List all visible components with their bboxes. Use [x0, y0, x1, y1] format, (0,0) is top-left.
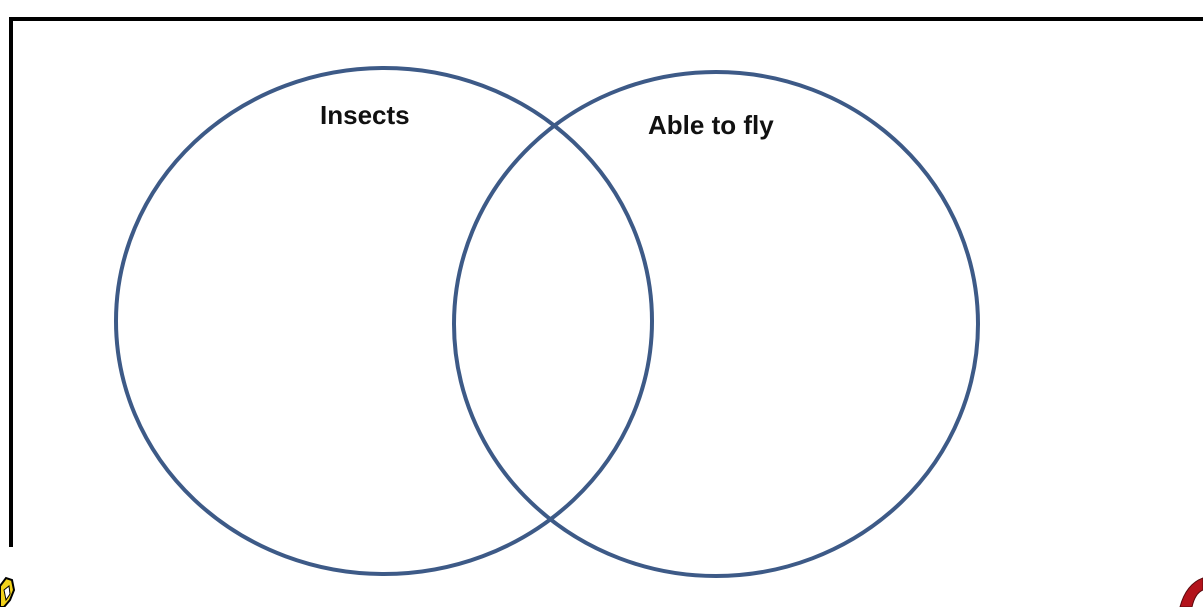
red-swirl-icon — [1179, 577, 1203, 608]
set-label-insects: Insects — [320, 100, 410, 130]
venn-circle-insects — [114, 66, 654, 576]
set-label-able-to-fly: Able to fly — [648, 110, 774, 140]
pencil-icon — [0, 576, 16, 608]
venn-circle-able-to-fly — [452, 70, 980, 578]
